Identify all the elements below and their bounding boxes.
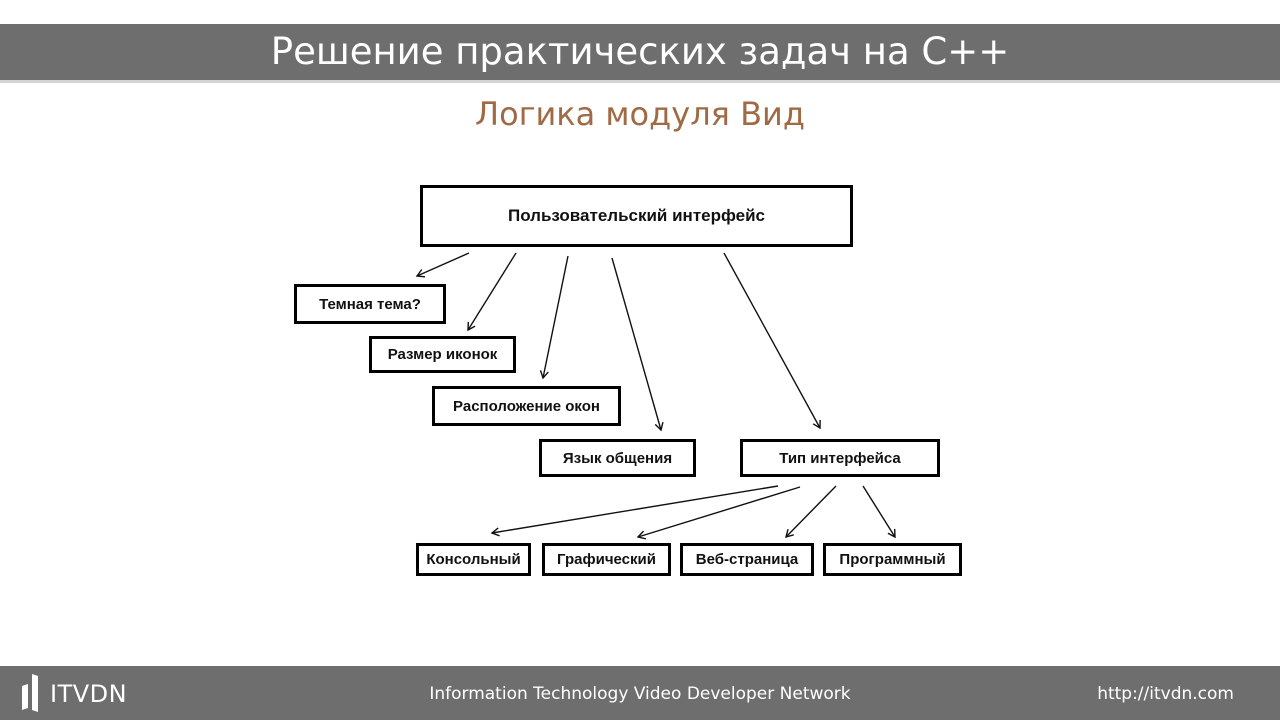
header-bar: Решение практических задач на C++ bbox=[0, 24, 1280, 83]
arrow-to-interface-type bbox=[723, 252, 821, 430]
arrow-to-console bbox=[490, 485, 779, 537]
footer-bar: ITVDN Information Technology Video Devel… bbox=[0, 666, 1280, 720]
node-console: Консольный bbox=[416, 543, 531, 576]
node-graphical: Графический bbox=[542, 543, 671, 576]
node-interface-type: Тип интерфейса bbox=[740, 439, 940, 477]
node-icon-size: Размер иконок bbox=[369, 336, 516, 373]
footer-logo-text: ITVDN bbox=[50, 680, 128, 708]
footer-url-link[interactable]: http://itvdn.com bbox=[1097, 684, 1234, 704]
footer-tagline: Information Technology Video Developer N… bbox=[429, 684, 851, 704]
itvdn-logo-icon bbox=[22, 674, 38, 712]
root-node-user-interface: Пользовательский интерфейс bbox=[420, 185, 853, 247]
arrow-to-dark-theme bbox=[415, 252, 470, 278]
node-language: Язык общения bbox=[539, 439, 696, 477]
node-webpage: Веб-страница bbox=[680, 543, 814, 576]
node-window-layout: Расположение окон bbox=[432, 386, 621, 426]
arrow-to-graphical bbox=[636, 486, 801, 540]
arrow-to-webpage bbox=[785, 485, 837, 539]
slide-title: Решение практических задач на C++ bbox=[270, 30, 1010, 73]
arrow-to-programmatic bbox=[862, 485, 896, 539]
arrow-to-language bbox=[611, 257, 664, 432]
arrow-to-window-layout bbox=[539, 255, 569, 380]
slide-subtitle: Логика модуля Вид bbox=[475, 95, 805, 133]
arrow-to-icon-size bbox=[467, 252, 517, 332]
node-dark-theme: Темная тема? bbox=[294, 284, 446, 324]
node-programmatic: Программный bbox=[823, 543, 962, 576]
